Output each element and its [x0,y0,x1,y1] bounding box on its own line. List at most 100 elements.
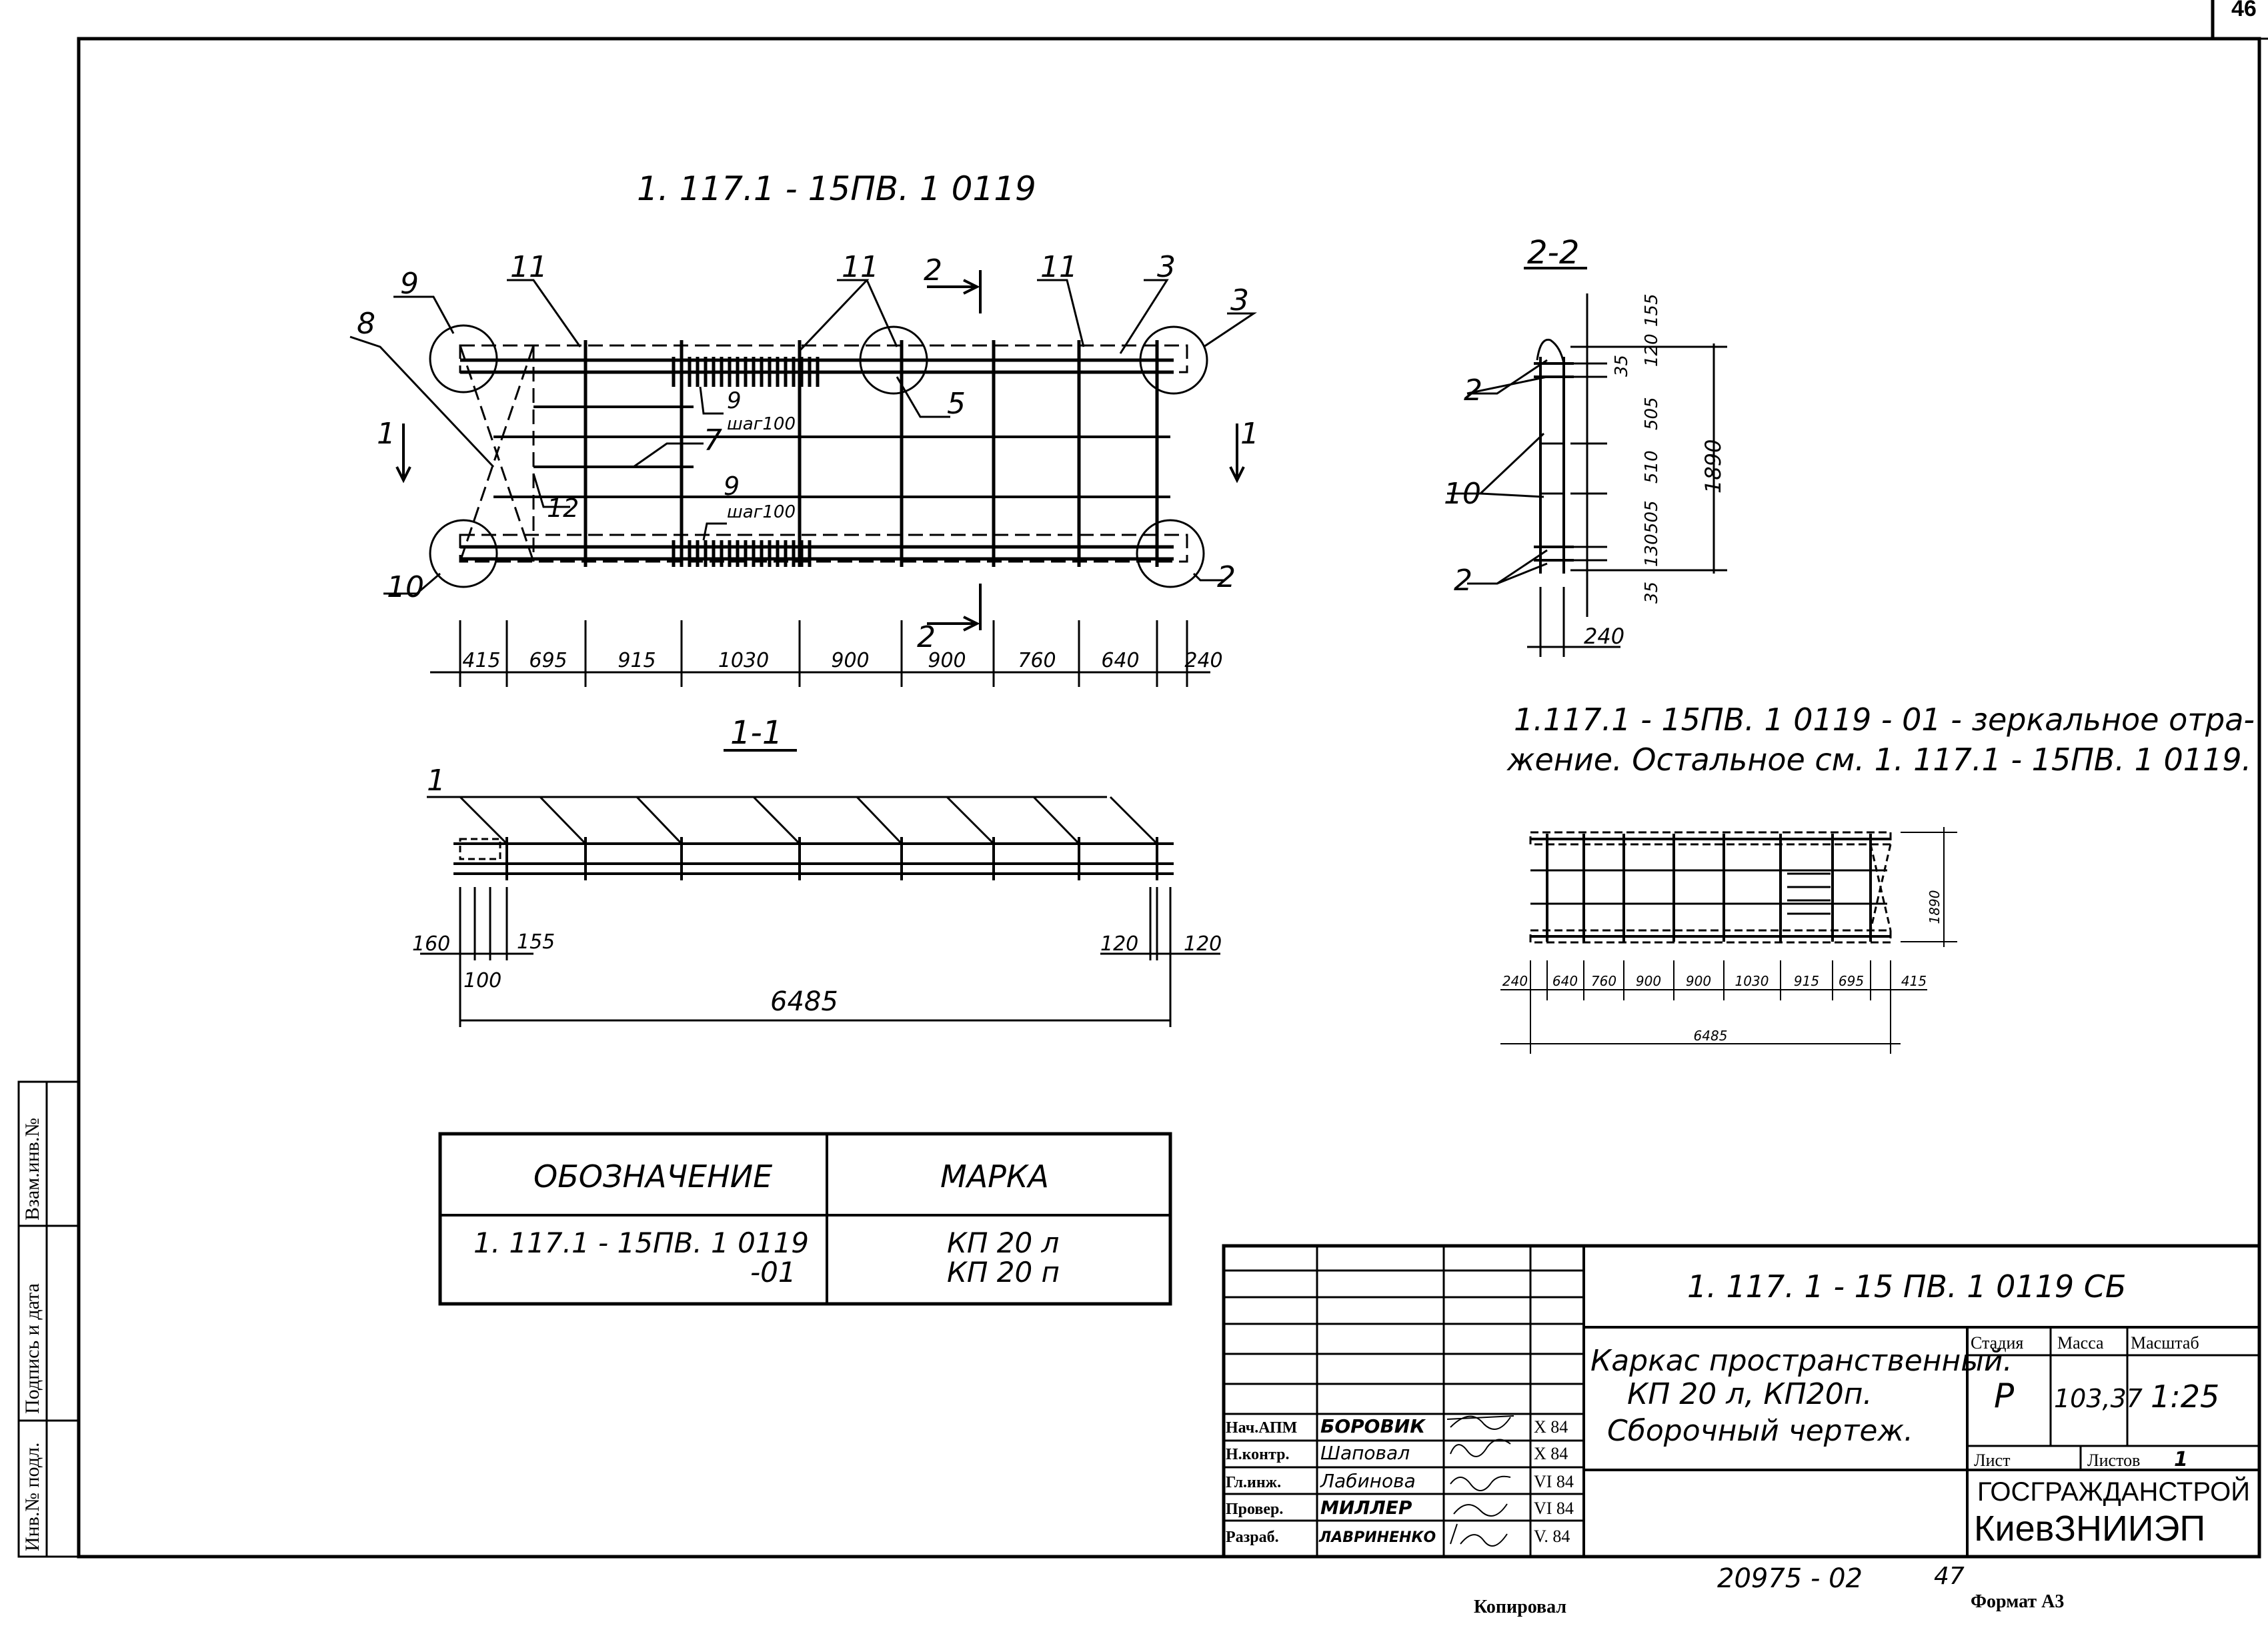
plan-label-9c: 9 [724,472,740,501]
title-org-line-1: ГОСГРАЖДАНСТРОЙ [1977,1476,2250,1507]
sheet-corner-number: 46 [2231,0,2257,21]
title-name-3: Лабинова [1320,1470,1416,1492]
section-22-title: 2-2 [1527,234,1579,271]
section-22-dim-155: 155 [1642,293,1662,327]
title-date-2: Х 84 [1534,1444,1568,1463]
plan-label-12: 12 [547,494,579,523]
sheet-frame: 46 [77,0,2268,1559]
title-mass-label: Масса [2057,1333,2104,1353]
spec-header-designation: ОБОЗНАЧЕНИЕ [533,1158,772,1194]
plan-dim-3: 915 [618,649,656,672]
section-11-dim-160: 160 [412,932,450,956]
plan-step-2: шаг100 [727,502,796,522]
section-11-dim-120a: 120 [1100,932,1138,956]
plan-label-11b: 11 [842,250,879,284]
plan-label-9: 9 [400,267,419,301]
section-22-dim-35b: 35 [1642,582,1662,604]
spec-mark-line-1: КП 20 л [947,1226,1059,1259]
spec-designation-line-2: -01 [750,1256,796,1289]
spec-mark-line-2: КП 20 п [947,1256,1060,1289]
plan-dim-1: 415 [462,649,500,672]
title-org-line-2: КиевЗНИИЭП [1974,1509,2205,1549]
plan-view [349,270,1257,687]
plan-dim-2: 695 [529,649,567,672]
mirror-note-line-1: 1.117.1 - 15ПВ. 1 0119 - 01 - зеркальное… [1514,702,2255,738]
main-drawing-title: 1. 117.1 - 15ПВ. 1 0119 [637,169,1036,208]
title-name-5: ЛАВРИНЕНКО [1318,1529,1436,1546]
title-name-line-3: Сборочный чертеж. [1607,1414,1913,1448]
section-11-dim-155: 155 [517,930,555,954]
mirror-total: 6485 [1694,1028,1728,1044]
plan-dim-6: 900 [928,649,966,672]
plan-label-3b: 3 [1230,283,1249,317]
plan-step-1: шаг100 [727,414,796,434]
plan-dim-9: 240 [1184,649,1222,672]
side-label-signature: Подпись и дата [21,1283,43,1414]
section-22-total: 1890 [1700,440,1726,494]
section-22-dim-120: 120 [1642,333,1662,367]
title-role-3: Гл.инж. [1226,1474,1281,1491]
section-22-dim-505a: 505 [1642,397,1662,430]
plan-label-3a: 3 [1157,250,1176,284]
section-2-2: 2-2 [1444,234,1727,657]
title-date-1: Х 84 [1534,1417,1568,1437]
mirror-dim-4: 900 [1636,973,1661,989]
title-name-line-2: КП 20 л, КП20п. [1627,1377,1872,1411]
title-role-4: Провер. [1226,1501,1283,1518]
plan-dim-5: 900 [831,649,869,672]
title-sheets-label: Листов [2087,1451,2140,1470]
title-name-2: Шаповал [1320,1442,1410,1464]
title-doc-code: 1. 117. 1 - 15 ПВ. 1 0119 СБ [1687,1269,2126,1305]
section-11-dim-120b: 120 [1184,932,1222,956]
title-stage-value: Р [1994,1377,2015,1415]
section-22-width: 240 [1584,624,1624,649]
side-label-replace: Взам.инв.№ [21,1118,43,1220]
section-22-dim-505b: 505 [1642,500,1662,534]
title-date-5: V. 84 [1534,1527,1570,1546]
plan-label-2: 2 [1217,560,1236,594]
section-11-total: 6485 [770,986,838,1017]
plan-label-cut1-left: 1 [377,417,395,451]
mirror-dim-1: 240 [1502,973,1528,989]
specification-table: ОБОЗНАЧЕНИЕ МАРКА 1. 117.1 - 15ПВ. 1 011… [438,1132,1172,1306]
spec-designation-line-1: 1. 117.1 - 15ПВ. 1 0119 [473,1226,809,1259]
title-stage-label: Стадия [1971,1333,2023,1353]
plan-label-8: 8 [357,307,375,341]
title-date-4: VI 84 [1534,1499,1574,1518]
title-name-4: МИЛЛЕР [1320,1497,1412,1519]
title-role-1: Нач.АПМ [1226,1419,1297,1437]
mirror-dim-5: 900 [1686,973,1711,989]
section-11-label-1: 1 [427,764,445,798]
plan-label-10: 10 [387,570,424,604]
mirror-dim-7: 915 [1794,973,1819,989]
plan-label-cut1-right: 1 [1240,417,1259,451]
mirror-dim-8: 695 [1839,973,1864,989]
mirror-dim-3: 760 [1591,973,1616,989]
bottom-format: Формат А3 [1971,1591,2064,1612]
title-name-1: БОРОВИК [1320,1415,1426,1437]
plan-dim-8: 640 [1101,649,1139,672]
bottom-page: 47 [1934,1563,1965,1590]
section-22-dim-130: 130 [1642,534,1662,567]
plan-label-5: 5 [947,387,966,421]
title-mass-value: 103,37 [2054,1384,2143,1413]
plan-label-11a: 11 [510,250,547,284]
title-sheet-label: Лист [1974,1451,2010,1470]
plan-label-9b: 9 [727,387,742,414]
title-name-line-1: Каркас пространственный. [1590,1344,2013,1378]
section-11-title: 1-1 [730,714,782,752]
plan-label-11c: 11 [1040,250,1078,284]
section-11-dim-100: 100 [463,969,501,992]
title-block: 1. 117. 1 - 15 ПВ. 1 0119 СБ Каркас прос… [1222,1244,2261,1559]
spec-header-mark: МАРКА [940,1158,1049,1194]
plan-dim-4: 1030 [718,649,769,672]
plan-dim-7: 760 [1018,649,1056,672]
title-scale-value: 1:25 [2151,1379,2219,1415]
mirror-height: 1890 [1927,890,1943,924]
side-label-inventory: Инв.№ подл. [21,1443,43,1551]
title-role-2: Н.контр. [1226,1446,1289,1463]
title-role-5: Разраб. [1226,1529,1279,1546]
mirror-dim-9: 415 [1901,973,1927,989]
title-date-3: VI 84 [1534,1472,1574,1491]
